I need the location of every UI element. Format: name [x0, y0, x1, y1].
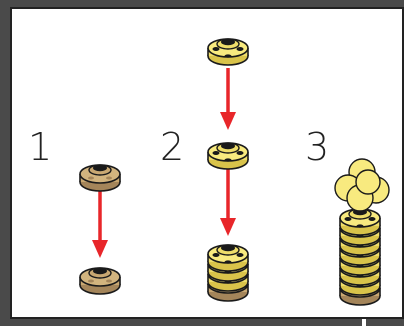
step-1-group [79, 164, 121, 295]
step-3-stack [334, 158, 390, 306]
step-2-group [207, 37, 249, 302]
step-2-arrowhead-upper [220, 112, 236, 130]
bottom-strip [0, 319, 404, 326]
step-2-number: 2 [160, 125, 184, 169]
step-2-arrowhead-lower [220, 218, 236, 236]
instruction-panel [10, 7, 404, 319]
step-2-stack [207, 244, 249, 302]
tan-plate-top [79, 164, 121, 192]
round-tiles-cluster [334, 158, 390, 212]
tan-plate-bottom [79, 266, 121, 295]
yellow-plate-middle [207, 142, 249, 170]
step-1-arrowhead [92, 240, 108, 258]
bottom-divider [362, 319, 366, 326]
step-3-number: 3 [305, 125, 329, 169]
step-1-number: 1 [28, 125, 52, 169]
yellow-plate-top [207, 37, 249, 66]
